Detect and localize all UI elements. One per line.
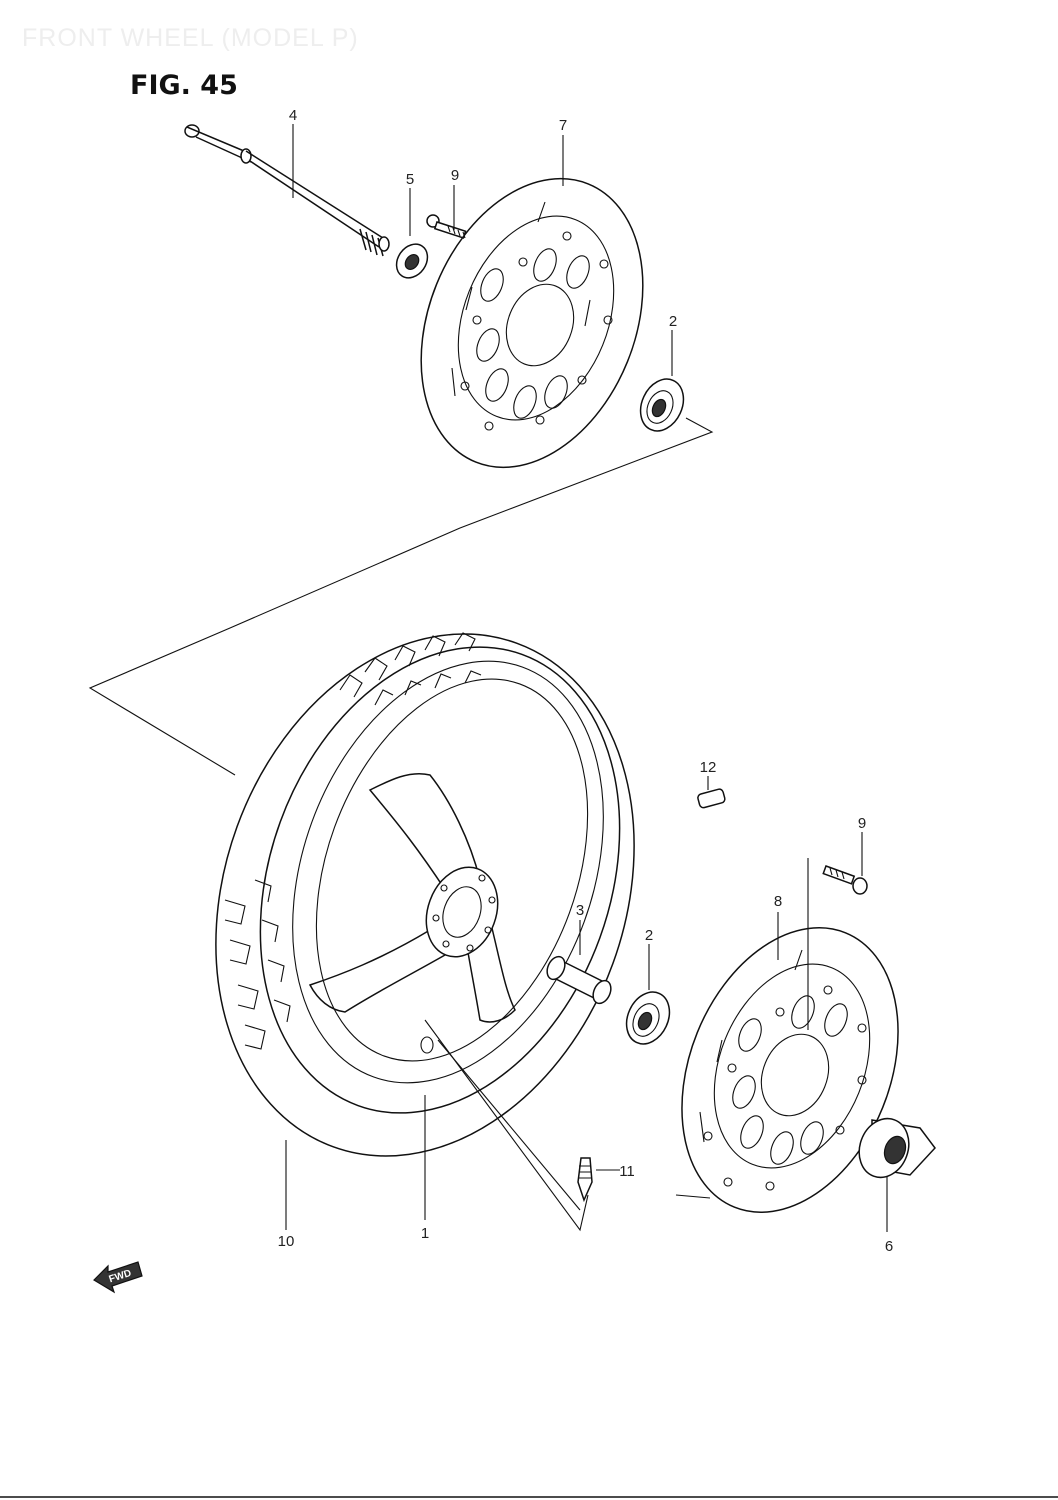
- callout-4: 4: [289, 107, 297, 124]
- callout-5: 5: [406, 171, 414, 188]
- speedometer-gearbox-part: [858, 1117, 936, 1179]
- spacer-part: [546, 955, 612, 1005]
- callout-11: 11: [619, 1163, 635, 1180]
- callout-3: 3: [576, 902, 584, 919]
- callout-9-bottom: 9: [858, 815, 866, 832]
- balancer-weight-part: [697, 788, 726, 809]
- callout-2-top: 2: [669, 313, 677, 330]
- callout-8: 8: [774, 893, 782, 910]
- page-watermark-title: FRONT WHEEL (MODEL P): [22, 24, 359, 52]
- wheel-bearing-part-top: [639, 378, 685, 432]
- callout-9-top: 9: [451, 167, 459, 184]
- brake-disc-part-top: [420, 177, 644, 469]
- brake-disc-part-bottom: [675, 927, 899, 1213]
- callout-6: 6: [885, 1238, 893, 1255]
- wheel-bearing-part-bottom: [625, 991, 671, 1045]
- disc-bolt-part-bottom: [822, 865, 868, 895]
- figure-title: FIG. 45: [130, 70, 238, 101]
- washer-part: [395, 243, 429, 279]
- leader-lines: [88, 124, 888, 1232]
- tire-valve-part: [577, 1157, 593, 1203]
- axle-part: [184, 124, 390, 257]
- disc-bolt-part-top: [426, 214, 467, 239]
- callout-1: 1: [421, 1225, 429, 1242]
- callout-7: 7: [559, 117, 567, 134]
- wheel-rim-and-tire: [215, 632, 635, 1157]
- callout-10: 10: [278, 1233, 295, 1250]
- forward-direction-badge: FWD: [93, 1261, 143, 1294]
- callout-2-bottom: 2: [645, 927, 653, 944]
- callout-12: 12: [700, 759, 717, 776]
